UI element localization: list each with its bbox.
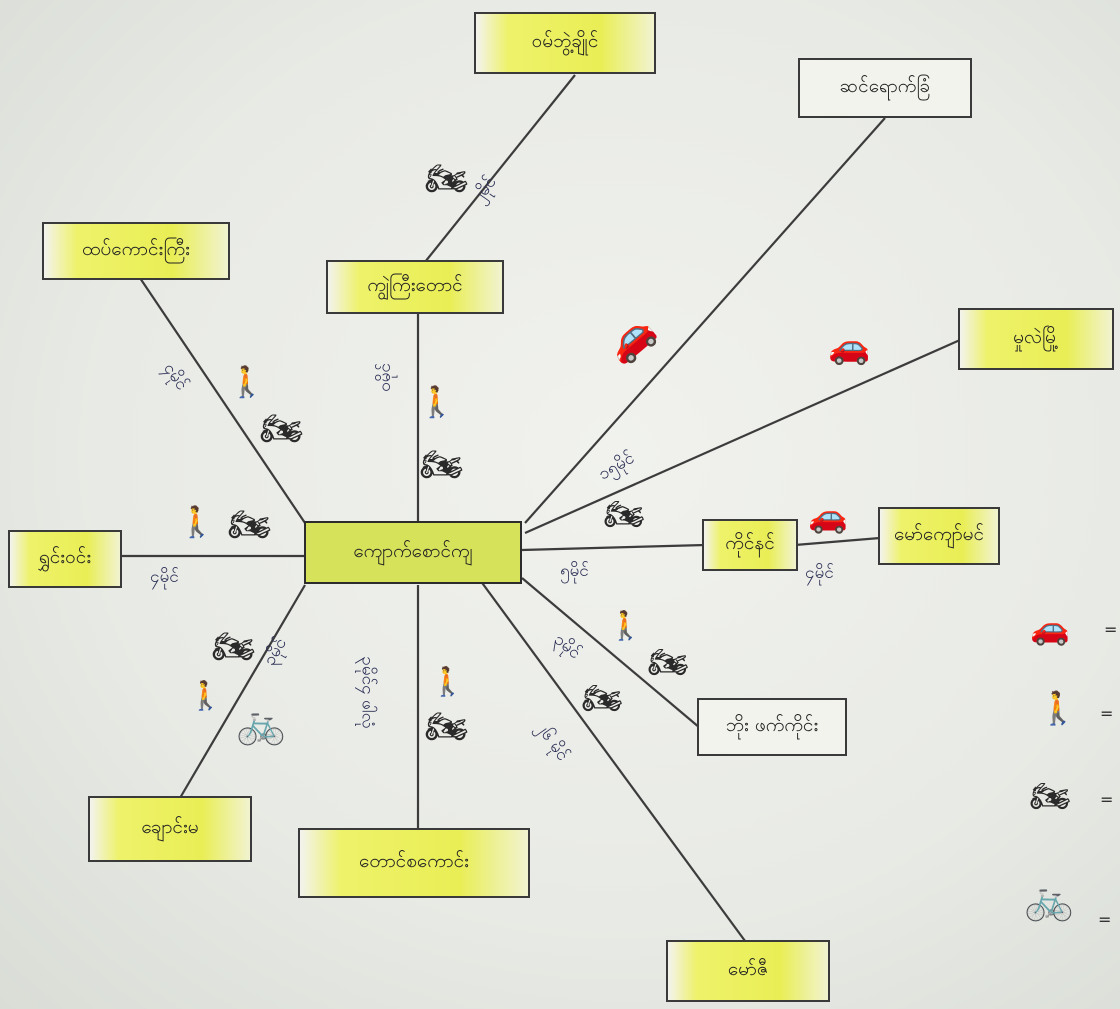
place-label-sw1: ချောင်းမ: [141, 816, 199, 838]
place-box-n2: ကျွဲကြီးတောင်: [326, 260, 504, 314]
route-line-n1: [424, 74, 576, 263]
bicycle-icon: 🚲: [236, 701, 286, 747]
place-box-n1: ဝမ်ဘွဲ့ချိုင်: [474, 12, 656, 74]
place-label-e1: မှုလဲမြို့: [1013, 326, 1059, 348]
motorbike-icon: 🏍: [425, 159, 469, 199]
motorbike-icon: 🏍: [582, 679, 623, 717]
motorbike-icon: 🏍: [260, 409, 304, 449]
car-icon: 🚗: [808, 497, 848, 535]
walking-person-icon: 🚶: [608, 609, 643, 642]
motorbike-icon: 🏍: [604, 495, 645, 533]
legend-motorbike-text: =: [1100, 790, 1114, 809]
distance-s2: ၃မိုင်၄ ဖါလုံ: [357, 656, 378, 729]
place-box-w1: ရွှင်းဝင်း: [8, 530, 122, 588]
place-label-e2: ကိုင်နင်: [725, 532, 775, 554]
route-line-ne1: [524, 117, 886, 524]
center-village-label: ကျောက်စောင်ကျ: [353, 539, 473, 562]
place-box-s1: မော်ဇီ: [666, 940, 830, 1002]
legend-bicycle-icon: 🚲: [1024, 877, 1074, 923]
place-box-se1: ဘိုး ဖက်ကိုင်း: [697, 698, 847, 756]
distance-e2: ၅မိုင်: [560, 561, 589, 581]
motorbike-icon: 🏍: [228, 505, 272, 545]
place-box-e3: မော်ကျော်မင်: [878, 507, 1000, 565]
place-label-se1: ဘိုး ဖက်ကိုင်း: [725, 714, 819, 736]
place-box-ne1: ဆင်ရောက်ခြံ: [798, 58, 972, 118]
place-label-nw1: ထပ်ကောင်းကြီး: [82, 238, 190, 260]
route-line-e1: [524, 338, 961, 535]
car-icon: 🚗: [828, 327, 871, 367]
walking-person-icon: 🚶: [228, 365, 266, 400]
place-label-s2: တောင်စကောင်း: [359, 850, 469, 872]
place-box-sw1: ချောင်းမ: [88, 796, 252, 862]
route-line-e2: [521, 543, 706, 552]
center-village-box: ကျောက်စောင်ကျ: [304, 521, 522, 584]
route-line-nw1: [139, 277, 306, 524]
legend-car-text: =: [1104, 620, 1118, 639]
legend-bicycle-text: =: [1098, 910, 1112, 929]
motorbike-icon: 🏍: [425, 707, 469, 747]
motorbike-icon: 🏍: [212, 627, 256, 667]
place-box-e2: ကိုင်နင်: [702, 519, 798, 571]
motorbike-icon: 🏍: [420, 445, 464, 485]
route-line-e3: [794, 536, 881, 547]
route-line-s1: [479, 579, 749, 946]
place-box-s2: တောင်စကောင်း: [298, 828, 530, 898]
legend-walk-text: =: [1100, 704, 1114, 723]
place-label-w1: ရွှင်းဝင်း: [38, 546, 92, 568]
walking-person-icon: 🚶: [430, 665, 465, 698]
walking-person-icon: 🚶: [188, 679, 223, 712]
distance-n2: ၀မိုင်: [374, 363, 395, 392]
legend-walking-person-icon: 🚶: [1038, 689, 1078, 727]
legend-motorbike-icon: 🏍: [1030, 777, 1071, 815]
distance-w1: ၄မိုင်: [150, 567, 179, 587]
place-label-n1: ဝမ်ဘွဲ့ချိုင်: [531, 30, 599, 52]
distance-e3: ၄မိုင်: [805, 563, 834, 583]
place-label-s1: မော်ဇီ: [727, 958, 769, 980]
walking-person-icon: 🚶: [178, 505, 216, 540]
place-label-ne1: ဆင်ရောက်ခြံ: [839, 75, 931, 97]
route-line-se1: [521, 577, 701, 729]
place-box-e1: မှုလဲမြို့: [958, 308, 1114, 370]
route-line-sw1: [179, 584, 306, 799]
walking-person-icon: 🚶: [418, 385, 456, 420]
place-label-e3: မော်ကျော်မင်: [893, 523, 985, 545]
place-box-nw1: ထပ်ကောင်းကြီး: [42, 222, 230, 280]
legend-car-icon: 🚗: [1030, 609, 1070, 647]
motorbike-icon: 🏍: [648, 643, 689, 681]
place-label-n2: ကျွဲကြီးတောင်: [367, 274, 463, 296]
